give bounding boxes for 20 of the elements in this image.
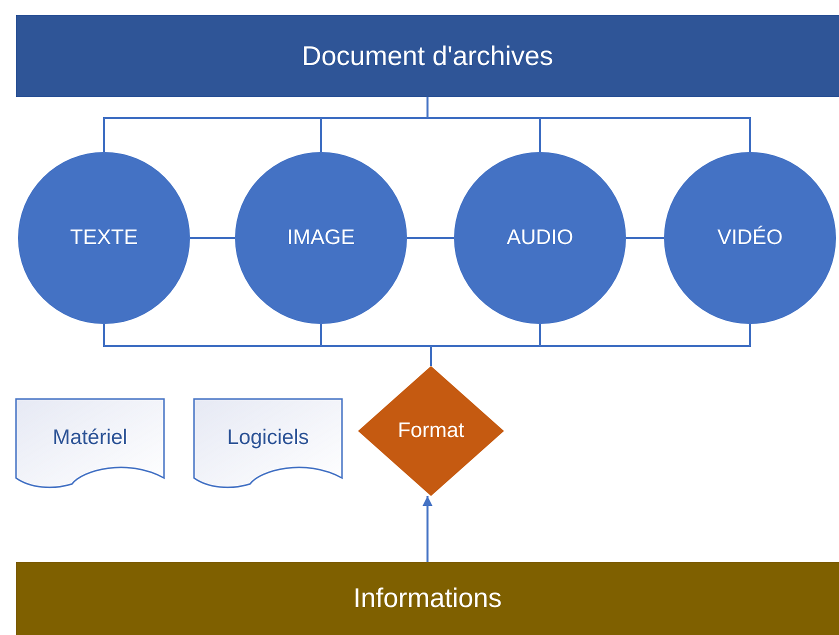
diamond-label: Format [398, 418, 464, 444]
document-shape [15, 398, 165, 490]
connector-line [426, 97, 751, 152]
title-bar [16, 15, 839, 97]
connector-line [190, 237, 235, 239]
bar-label: Document d'archives [302, 40, 554, 73]
connector-line [407, 237, 454, 239]
connector-line [626, 237, 664, 239]
document-label: Matériel [52, 425, 128, 451]
decision-diamond [358, 366, 504, 496]
document-shape [193, 398, 343, 490]
bar-label: Informations [353, 582, 502, 616]
arrow [422, 496, 432, 562]
circle-label: VIDÉO [717, 224, 783, 252]
circle-label: AUDIO [506, 225, 574, 252]
title-bar [16, 562, 839, 635]
document-label: Logiciels [227, 425, 309, 451]
connector-line [430, 324, 751, 366]
circle-label: IMAGE [287, 225, 355, 252]
circle-label: TEXTE [70, 225, 138, 252]
